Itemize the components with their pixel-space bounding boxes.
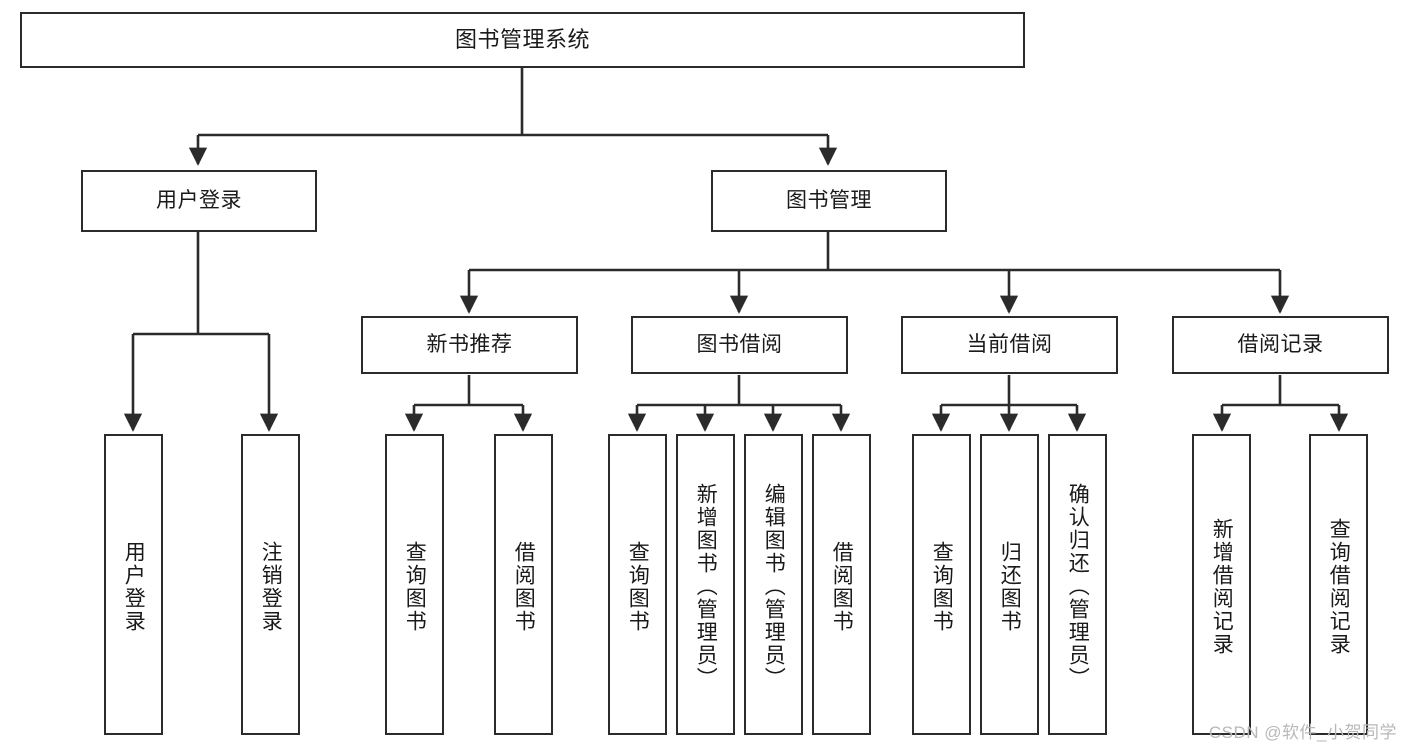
node-label: 新书推荐 bbox=[426, 333, 513, 357]
node-leaf-borrow-book-2[interactable]: 借阅图书 bbox=[812, 434, 871, 735]
node-leaf-query-book-1[interactable]: 查询图书 bbox=[385, 434, 444, 735]
node-label: 注销登录 bbox=[259, 540, 283, 633]
node-leaf-query-book-2[interactable]: 查询图书 bbox=[608, 434, 667, 735]
node-user-login[interactable]: 用户登录 bbox=[81, 170, 317, 232]
node-label: 新增图书（管理员） bbox=[694, 483, 718, 690]
node-label: 编辑图书（管理员） bbox=[762, 483, 786, 690]
node-label: 查询图书 bbox=[403, 540, 427, 633]
node-book-borrow[interactable]: 图书借阅 bbox=[631, 316, 848, 374]
node-label: 当前借阅 bbox=[966, 333, 1053, 357]
node-label: 查询借阅记录 bbox=[1327, 517, 1351, 656]
node-leaf-edit-book[interactable]: 编辑图书（管理员） bbox=[744, 434, 803, 735]
node-borrow-record[interactable]: 借阅记录 bbox=[1172, 316, 1389, 374]
node-label: 新增借阅记录 bbox=[1210, 517, 1234, 656]
node-label: 借阅图书 bbox=[830, 540, 854, 633]
node-leaf-add-book[interactable]: 新增图书（管理员） bbox=[676, 434, 735, 735]
node-leaf-logout-login[interactable]: 注销登录 bbox=[241, 434, 300, 735]
node-current-borrow[interactable]: 当前借阅 bbox=[901, 316, 1118, 374]
node-label: 查询图书 bbox=[626, 540, 650, 633]
node-label: 图书管理 bbox=[786, 189, 872, 213]
node-label: 用户登录 bbox=[156, 189, 242, 213]
node-new-book-recommend[interactable]: 新书推荐 bbox=[361, 316, 578, 374]
node-label: 借阅记录 bbox=[1237, 333, 1324, 357]
node-leaf-confirm-return[interactable]: 确认归还（管理员） bbox=[1048, 434, 1107, 735]
node-root-system[interactable]: 图书管理系统 bbox=[20, 12, 1025, 68]
node-leaf-user-login[interactable]: 用户登录 bbox=[104, 434, 163, 735]
node-leaf-add-record[interactable]: 新增借阅记录 bbox=[1192, 434, 1251, 735]
node-label: 确认归还（管理员） bbox=[1066, 483, 1090, 690]
node-label: 借阅图书 bbox=[512, 540, 536, 633]
node-leaf-query-record[interactable]: 查询借阅记录 bbox=[1309, 434, 1368, 735]
node-label: 图书管理系统 bbox=[454, 26, 590, 52]
node-leaf-borrow-book-1[interactable]: 借阅图书 bbox=[494, 434, 553, 735]
node-book-manage[interactable]: 图书管理 bbox=[711, 170, 947, 232]
node-label: 查询图书 bbox=[930, 540, 954, 633]
csdn-watermark: CSDN @软件_小贺同学 bbox=[1208, 723, 1397, 742]
node-leaf-return-book[interactable]: 归还图书 bbox=[980, 434, 1039, 735]
node-label: 用户登录 bbox=[122, 540, 146, 633]
node-leaf-query-book-3[interactable]: 查询图书 bbox=[912, 434, 971, 735]
node-label: 图书借阅 bbox=[696, 333, 783, 357]
node-label: 归还图书 bbox=[998, 540, 1022, 633]
